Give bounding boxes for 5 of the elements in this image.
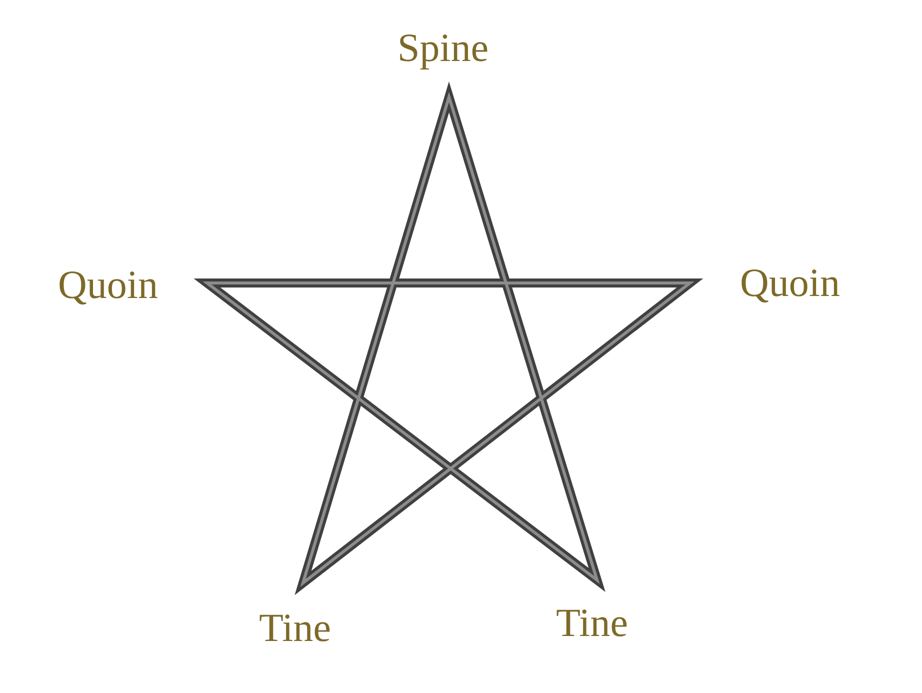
vertex-label: Quoin	[742, 270, 840, 302]
vertex-label: Tine	[556, 610, 627, 636]
vertex-label: Spine	[400, 34, 488, 70]
vertex-label: Quoin	[60, 272, 158, 304]
vertex-label: Tine	[260, 614, 330, 642]
